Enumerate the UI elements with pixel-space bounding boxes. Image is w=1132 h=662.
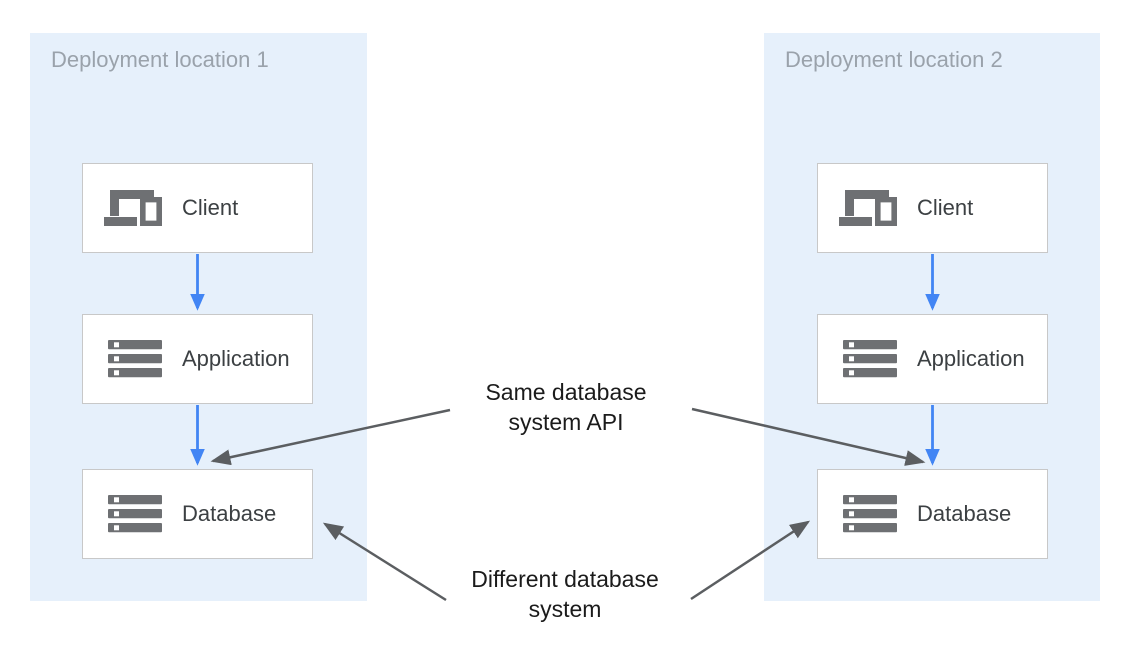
devices-icon <box>102 186 168 230</box>
annotation-same-database-api: Same database system API <box>416 377 716 437</box>
annotation-line: Same database <box>485 379 647 405</box>
annotation-line: Different database <box>471 566 659 592</box>
annotation-different-database-system: Different database system <box>415 564 715 624</box>
annotation-line: system API <box>508 409 624 435</box>
server-stack-icon <box>102 494 168 534</box>
server-stack-icon <box>102 339 168 379</box>
node-database: Database <box>817 469 1048 559</box>
node-label: Client <box>182 195 239 220</box>
node-label: Client <box>917 195 974 220</box>
node-label: Database <box>917 501 1012 526</box>
panel-title: Deployment location 2 <box>785 47 1003 72</box>
node-label: Application <box>182 346 290 371</box>
node-application: Application <box>82 314 313 404</box>
annotation-line: system <box>528 596 602 622</box>
node-label: Database <box>182 501 277 526</box>
server-stack-icon <box>837 494 903 534</box>
panel-deployment-location-1: Deployment location 1 Client <box>30 33 367 601</box>
panel-deployment-location-2: Deployment location 2 Client <box>764 33 1100 601</box>
devices-icon <box>837 186 903 230</box>
node-label: Application <box>917 346 1025 371</box>
panel-title: Deployment location 1 <box>51 47 269 72</box>
server-stack-icon <box>837 339 903 379</box>
node-database: Database <box>82 469 313 559</box>
node-application: Application <box>817 314 1048 404</box>
node-client: Client <box>817 163 1048 253</box>
node-client: Client <box>82 163 313 253</box>
